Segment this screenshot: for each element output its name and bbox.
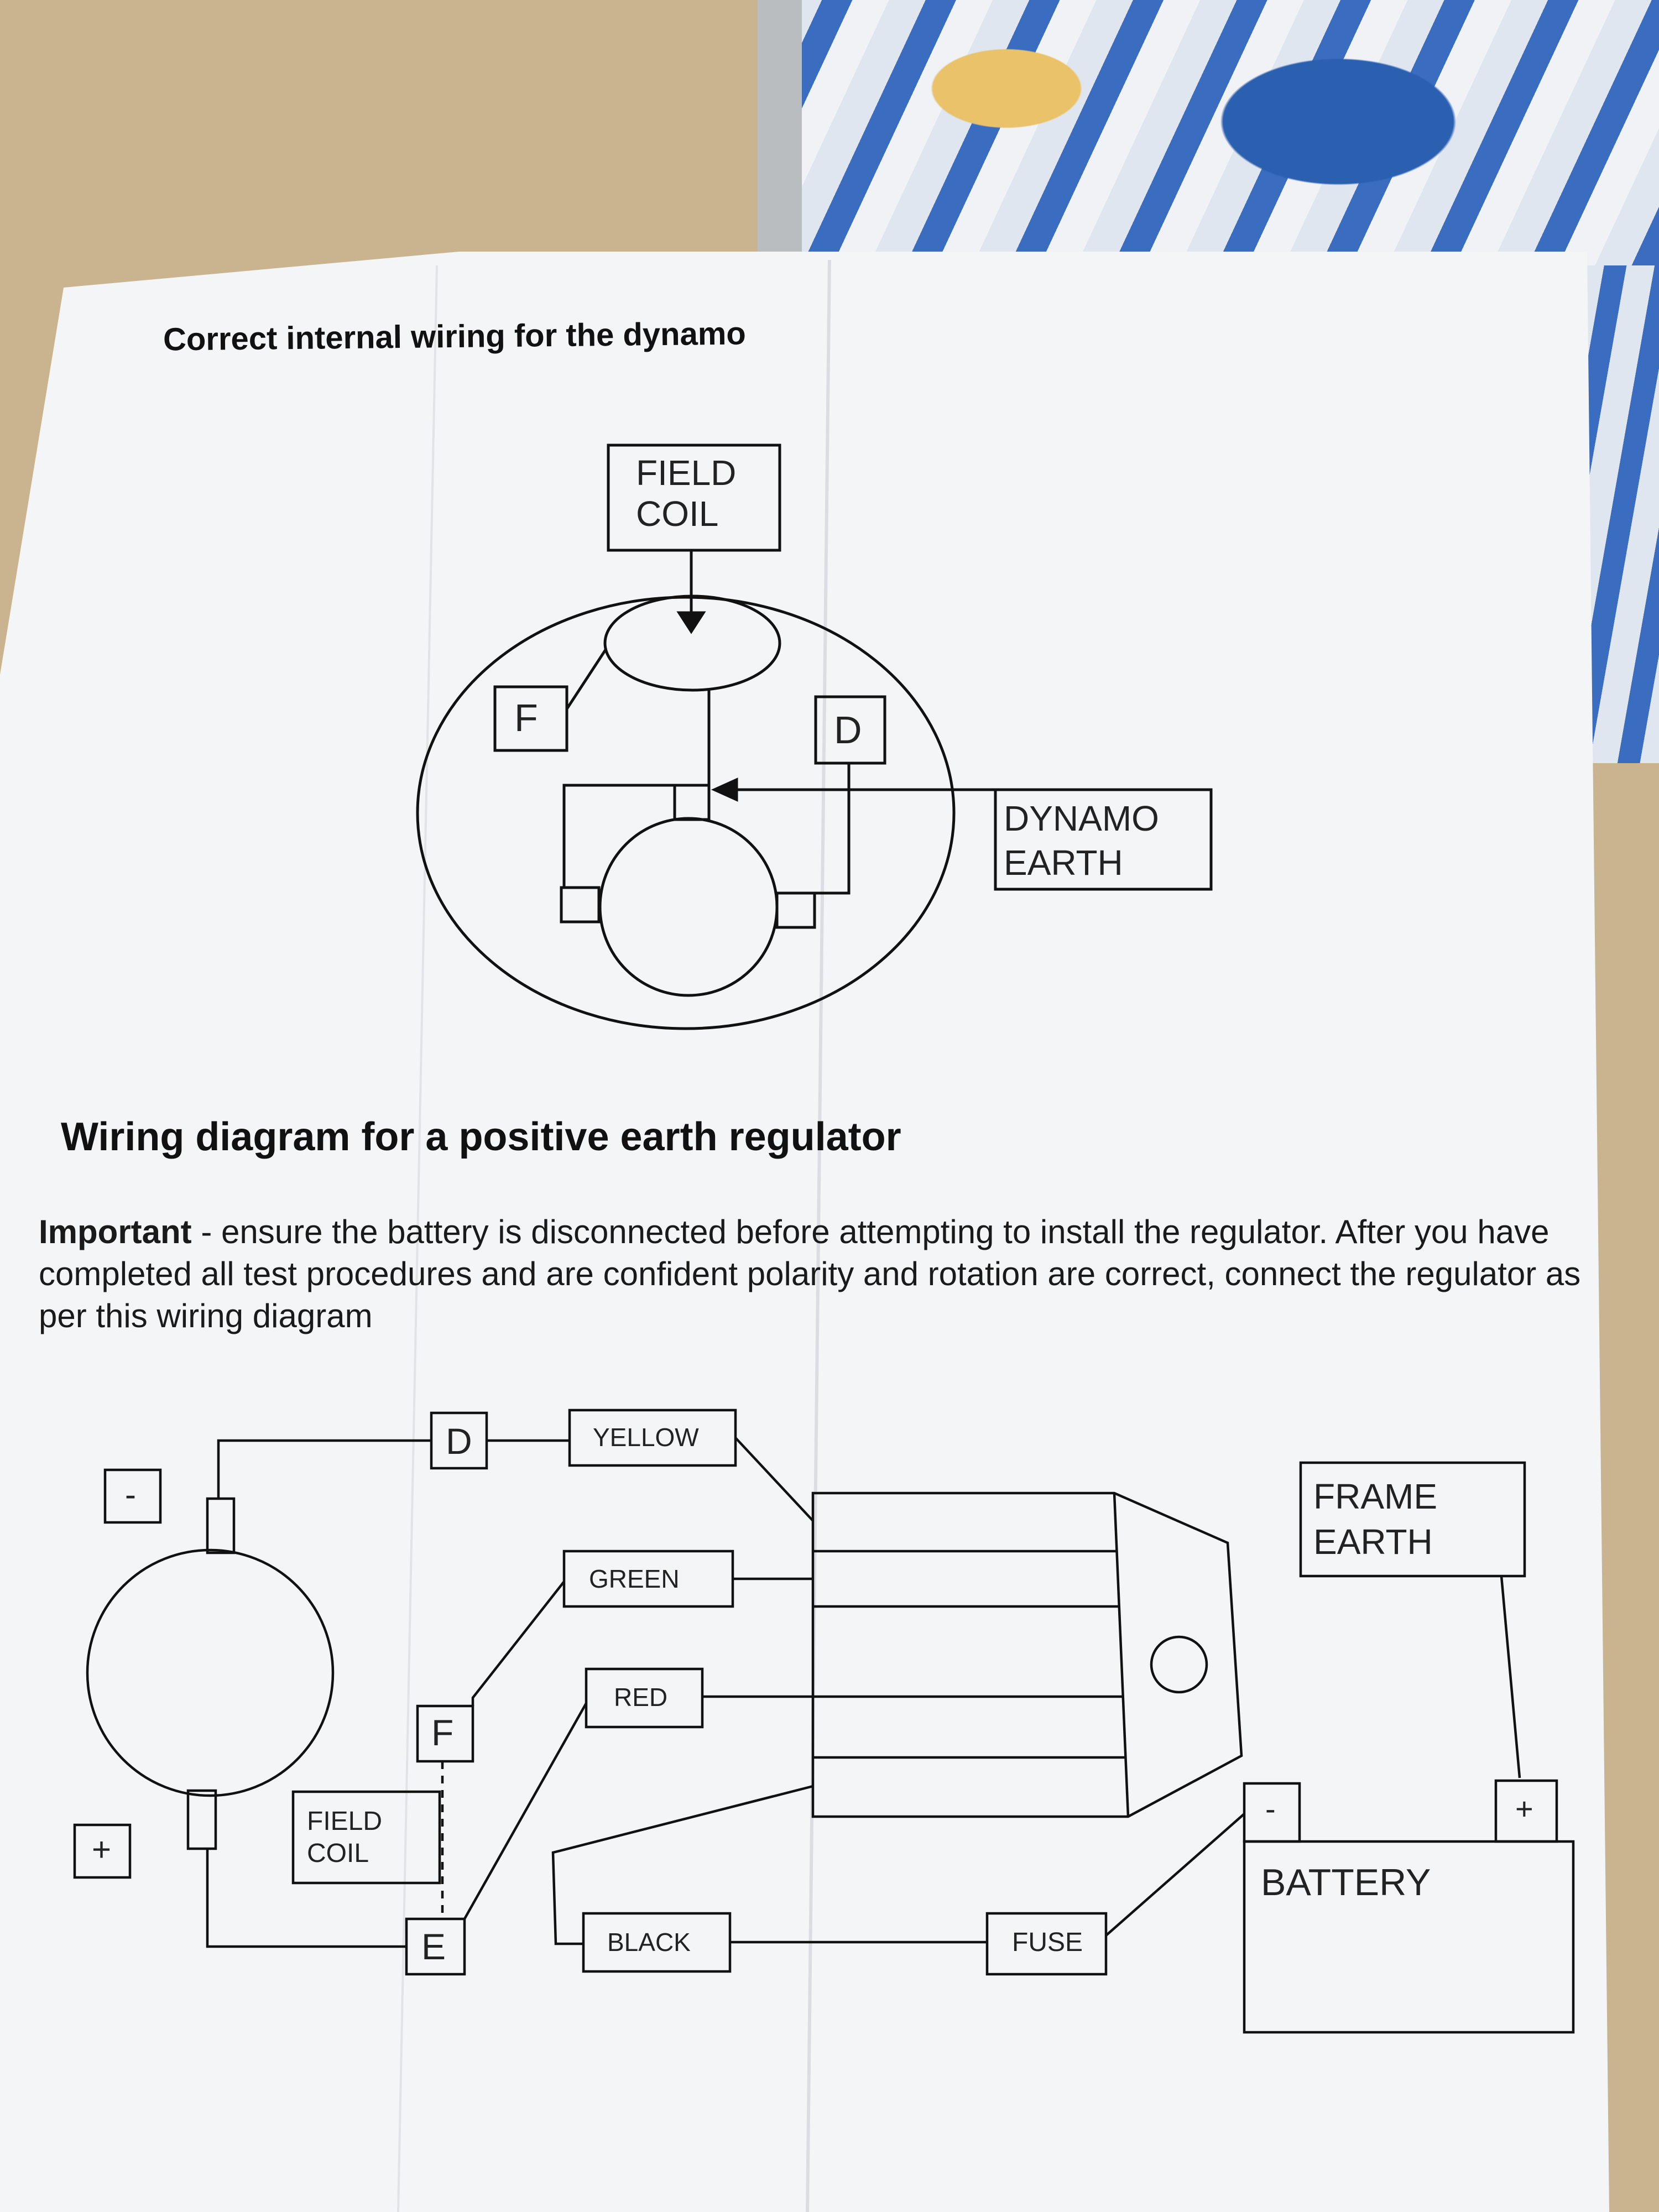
background-grout bbox=[758, 0, 802, 288]
frame-earth-to-battery-wire bbox=[1500, 1575, 1521, 1778]
red-wire-box bbox=[585, 1667, 704, 1729]
important-note-lead: Important bbox=[39, 1213, 192, 1250]
reg-field-coil-box bbox=[291, 1790, 441, 1885]
paper-fold bbox=[806, 259, 831, 2212]
left-brush-lead bbox=[562, 784, 675, 888]
reg-terminal-d: D bbox=[446, 1421, 472, 1462]
internal-terminal-f: F bbox=[514, 696, 538, 739]
earth-arrow bbox=[711, 778, 738, 802]
field-winding bbox=[603, 594, 781, 692]
paper-sheet bbox=[0, 252, 1609, 2212]
important-note-text: - ensure the battery is disconnected bef… bbox=[39, 1213, 1581, 1334]
right-brush bbox=[775, 891, 816, 929]
battery-minus-box bbox=[1243, 1782, 1301, 1843]
reg-field-coil-line-1: FIELD bbox=[307, 1807, 383, 1836]
battery-label: BATTERY bbox=[1261, 1861, 1431, 1903]
dynamo-earth-line-1: DYNAMO bbox=[1004, 799, 1159, 838]
frame-earth-label: FRAME EARTH bbox=[1313, 1474, 1437, 1564]
internal-field-coil-label: FIELD COIL bbox=[636, 452, 736, 534]
internal-wiring-diagram bbox=[416, 444, 1213, 1030]
reg-terminal-e-box bbox=[405, 1917, 466, 1976]
battery-plus-label: + bbox=[1515, 1791, 1533, 1826]
frame-earth-line-1: FRAME bbox=[1313, 1477, 1437, 1516]
battery-plus-box bbox=[1494, 1779, 1558, 1843]
dynamo-minus-box bbox=[103, 1468, 162, 1524]
green-wire-label: GREEN bbox=[589, 1564, 680, 1593]
important-note: Important - ensure the battery is discon… bbox=[39, 1211, 1609, 1337]
dynamo-plus-box bbox=[73, 1823, 132, 1879]
f-to-green-wire bbox=[471, 1580, 565, 1706]
internal-wiring-heading: Correct internal wiring for the dynamo bbox=[163, 315, 747, 358]
internal-dynamo-earth-box bbox=[994, 788, 1213, 891]
regulator-mount-hole bbox=[1150, 1635, 1208, 1694]
reg-terminal-f-box bbox=[416, 1704, 474, 1763]
internal-field-coil-line-2: COIL bbox=[636, 494, 719, 534]
dynamo-top-terminal bbox=[206, 1497, 236, 1554]
frame-earth-box bbox=[1299, 1461, 1526, 1578]
reg-terminal-e: E bbox=[421, 1926, 446, 1967]
internal-field-coil-line-1: FIELD bbox=[636, 453, 737, 493]
paper-fold-2 bbox=[397, 265, 438, 2212]
internal-field-coil-box bbox=[607, 444, 781, 552]
f-lead bbox=[565, 649, 607, 710]
internal-dynamo-earth-label: DYNAMO EARTH bbox=[1004, 796, 1159, 885]
fuse-box bbox=[985, 1912, 1108, 1976]
dynamo-body bbox=[86, 1548, 335, 1797]
field-coil-arrow bbox=[676, 611, 706, 634]
background-tiles bbox=[785, 0, 1659, 265]
dynamo-minus-label: - bbox=[125, 1476, 136, 1513]
battery-body bbox=[1243, 1840, 1575, 2034]
fuse-label: FUSE bbox=[1012, 1928, 1083, 1957]
d-lead bbox=[815, 763, 851, 895]
regulator-to-black-wire bbox=[551, 1785, 813, 1945]
left-brush bbox=[560, 886, 601, 924]
fuse-to-battery-wire bbox=[1105, 1813, 1245, 1937]
regulator-wiring-heading: Wiring diagram for a positive earth regu… bbox=[61, 1115, 901, 1159]
regulator-divider bbox=[1113, 1493, 1130, 1817]
battery-minus-label: - bbox=[1265, 1791, 1276, 1826]
dynamo-to-d-wire bbox=[217, 1439, 431, 1499]
internal-terminal-d: D bbox=[834, 708, 862, 752]
black-wire-label: BLACK bbox=[607, 1928, 691, 1957]
reg-terminal-f: F bbox=[431, 1712, 454, 1753]
dynamo-to-e-wire bbox=[206, 1849, 406, 1948]
reg-field-coil-label: FIELD COIL bbox=[307, 1806, 382, 1870]
reg-field-coil-line-2: COIL bbox=[307, 1839, 369, 1868]
yellow-wire-label: YELLOW bbox=[593, 1423, 699, 1452]
internal-terminal-f-box bbox=[493, 685, 568, 752]
dynamo-plus-label: + bbox=[92, 1831, 112, 1868]
regulator-wiring-diagram bbox=[73, 1408, 1575, 2034]
frame-earth-line-2: EARTH bbox=[1313, 1522, 1433, 1562]
e-to-red-wire bbox=[463, 1702, 587, 1920]
red-wire-label: RED bbox=[614, 1683, 668, 1712]
yellow-to-regulator-wire bbox=[734, 1437, 814, 1522]
dynamo-earth-line-2: EARTH bbox=[1004, 843, 1123, 883]
dynamo-bottom-terminal bbox=[186, 1789, 217, 1850]
